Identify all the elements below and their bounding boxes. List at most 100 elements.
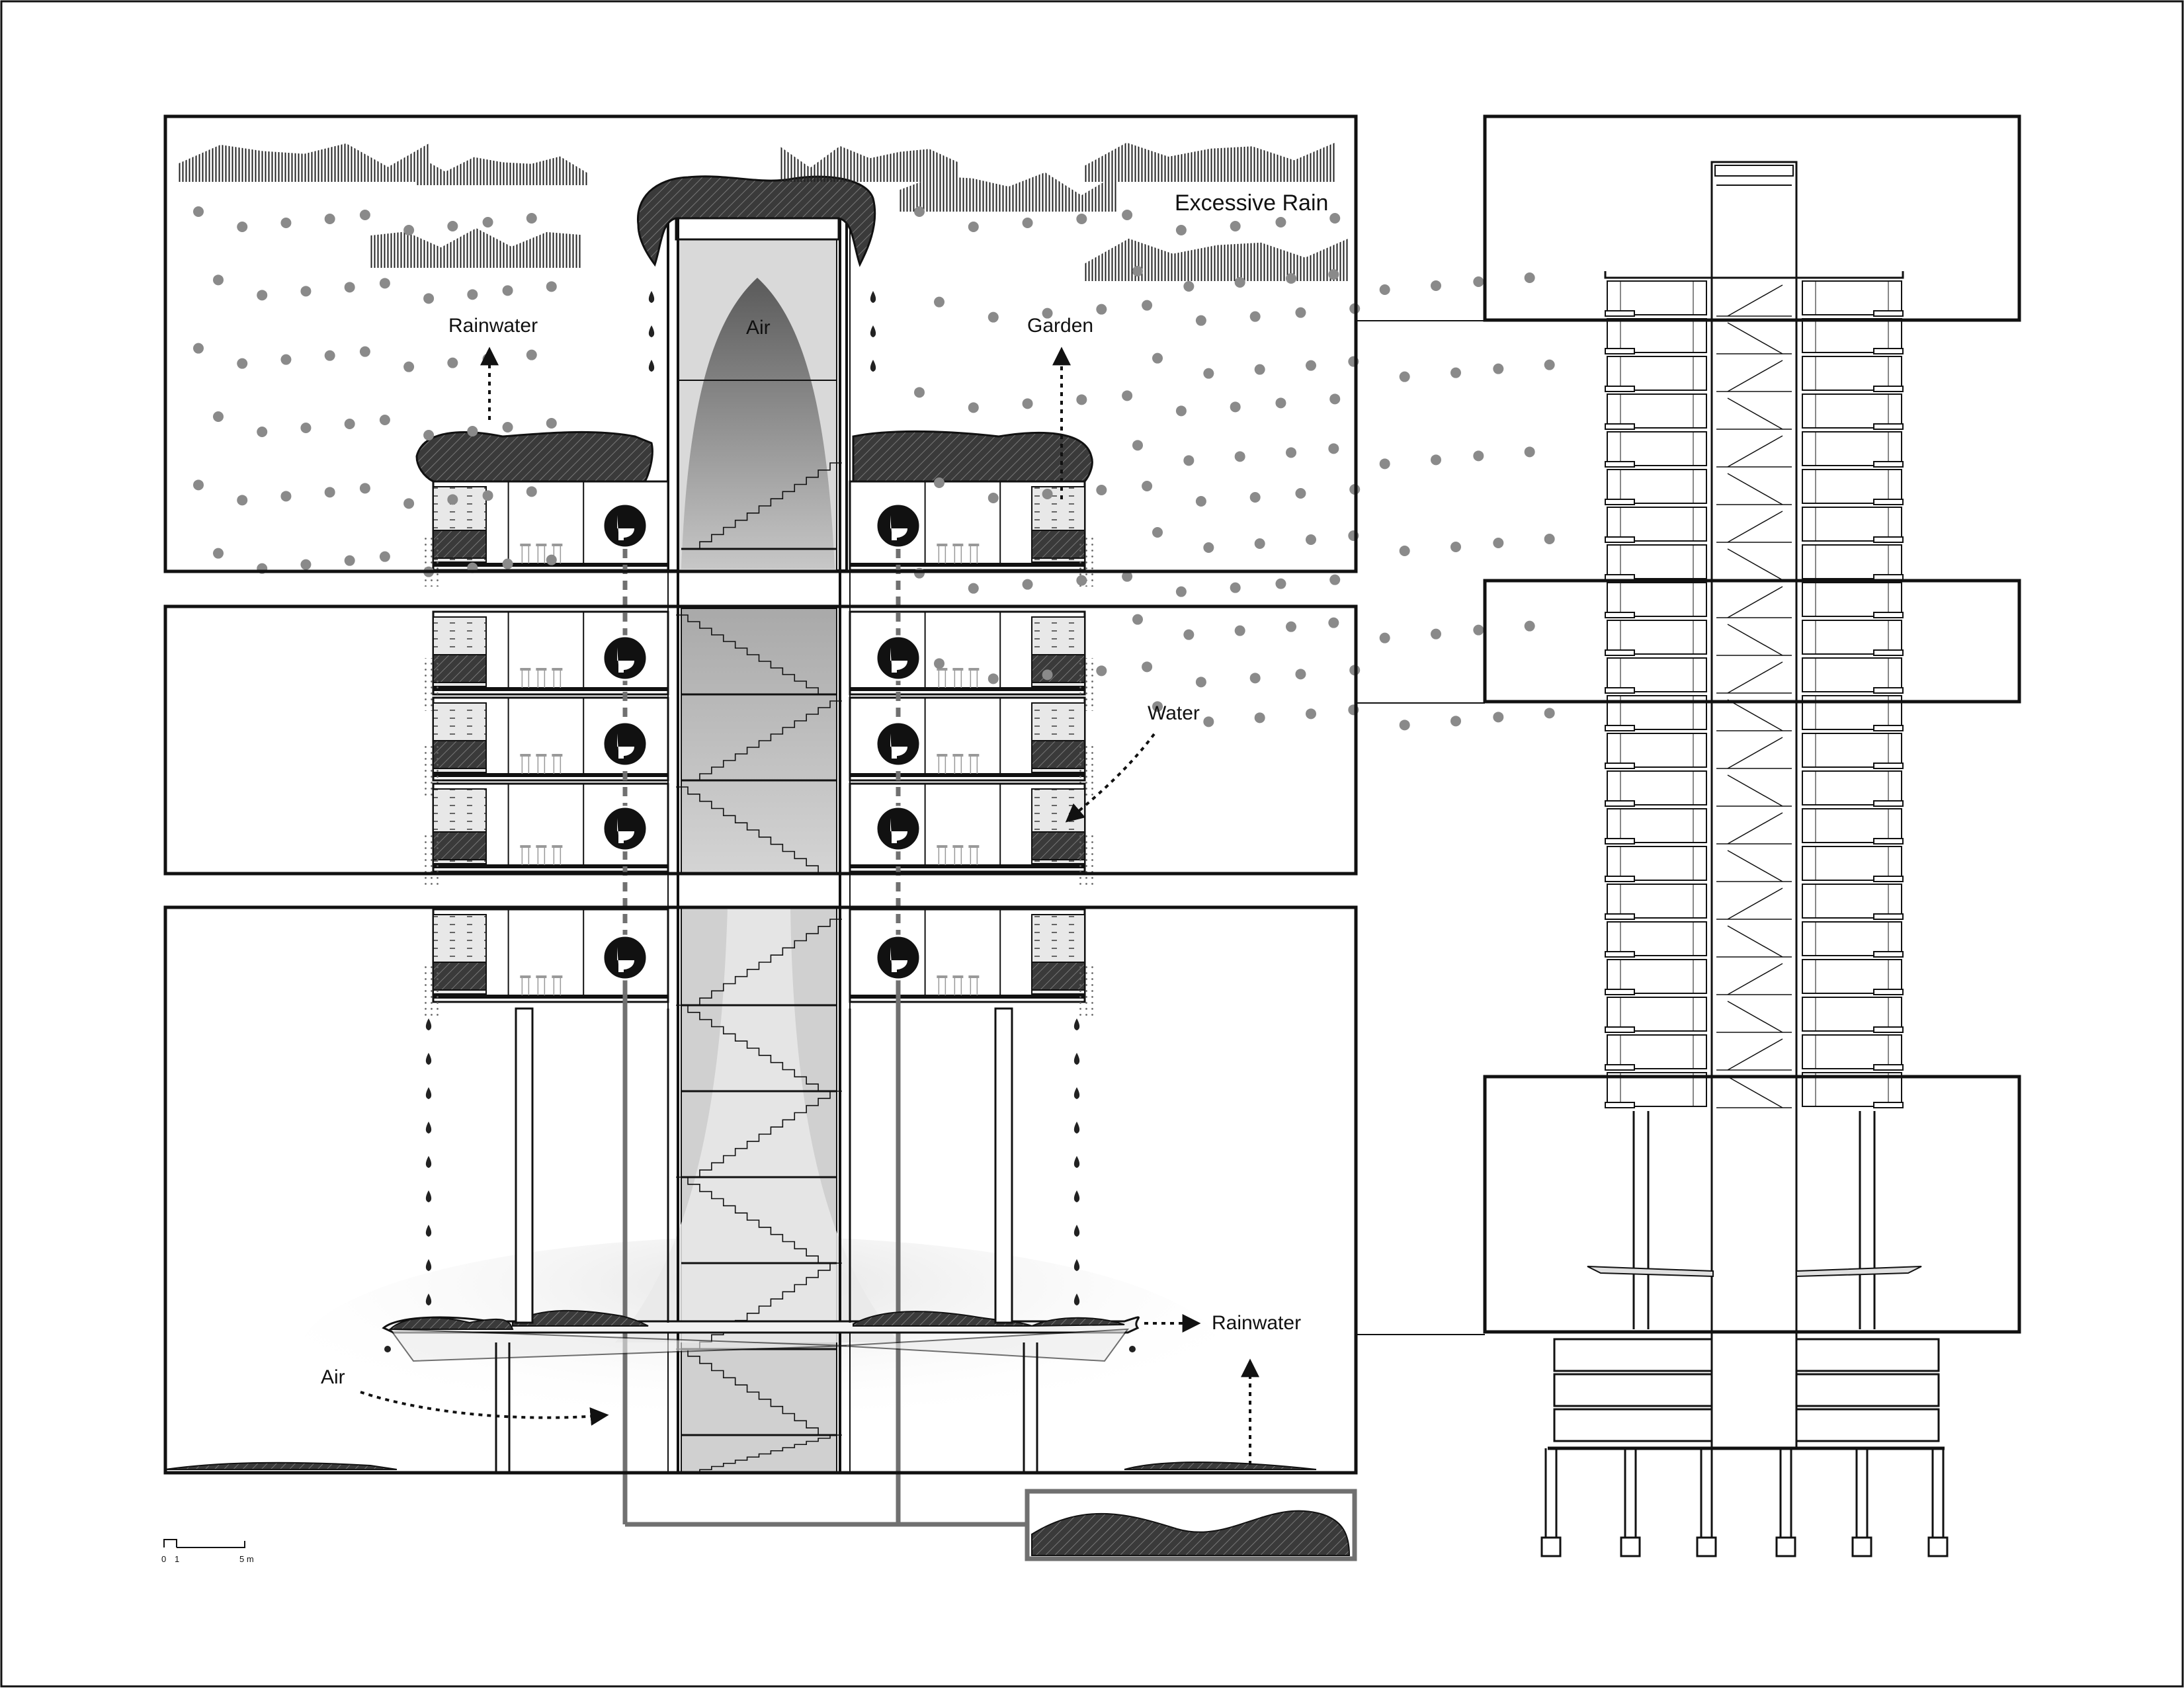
rain-drop — [1122, 571, 1133, 582]
rain-drop — [1234, 625, 1245, 636]
rain-drop — [1286, 447, 1296, 458]
cloud — [1085, 142, 1336, 182]
rain-drop — [403, 225, 415, 235]
toilet-icon — [875, 635, 921, 681]
rain-drop — [1473, 624, 1484, 636]
full-tower-section — [1540, 161, 1949, 1557]
label-water: Water — [1148, 702, 1200, 724]
rain-drop — [1203, 368, 1214, 379]
rain-drop — [1249, 311, 1261, 322]
cloud — [780, 145, 959, 182]
rain-drop — [300, 286, 312, 297]
rain-drop — [1122, 210, 1133, 220]
frame-middle — [163, 604, 1358, 876]
scale-tick-5: 5 m — [239, 1554, 254, 1564]
label-garden: Garden — [1027, 315, 1093, 337]
rain-drop — [324, 350, 335, 361]
rain-drop — [1275, 578, 1286, 589]
podium-roof — [165, 1309, 1317, 1471]
rain-drop — [1524, 446, 1535, 458]
rain-drop — [1399, 720, 1410, 731]
greywater-pipes — [622, 549, 1031, 1527]
rain-drop — [482, 490, 493, 501]
rain-drop — [914, 387, 925, 398]
rain-drop — [502, 285, 513, 296]
rain-drop — [1142, 661, 1153, 673]
rain-drop — [1175, 586, 1187, 597]
tower-frame-bottom — [1483, 1075, 2021, 1334]
rain-drop — [502, 558, 513, 569]
rain-drop — [193, 479, 204, 491]
rain-drop — [1042, 308, 1053, 319]
rain-drop — [1076, 575, 1087, 586]
toilet-icon — [875, 503, 921, 549]
rain-drop — [1379, 458, 1390, 470]
rain-drop — [1275, 217, 1286, 227]
label-rainwater-top: Rainwater — [448, 315, 538, 337]
rain-drop — [1152, 701, 1163, 712]
rain-drop — [546, 418, 557, 429]
rain-drop — [1493, 363, 1504, 374]
tower-detail-frames — [1483, 114, 2021, 1334]
rain-drop — [1524, 272, 1535, 283]
rain-drop — [1306, 708, 1316, 720]
rain-drop — [1295, 307, 1306, 318]
rain-drop — [1450, 367, 1461, 378]
arrow-air — [360, 1391, 609, 1426]
water-tank — [1025, 1489, 1357, 1561]
rain-drop — [934, 477, 945, 488]
frame-top — [163, 114, 1358, 573]
rain-drop — [300, 559, 312, 570]
rain-drop — [1132, 440, 1143, 451]
rain-drop — [1096, 304, 1107, 315]
rain-drop — [1431, 280, 1441, 291]
rain-drop — [1544, 534, 1555, 544]
rain-drop — [280, 218, 292, 228]
rain-drop — [1022, 218, 1033, 228]
rain-drop — [1175, 225, 1187, 235]
rain-drop — [526, 349, 537, 360]
rain-drop — [447, 221, 458, 231]
rain-drop — [1132, 266, 1143, 276]
rain-drop — [1230, 221, 1241, 231]
flow-arrows — [360, 347, 1259, 1465]
rain-drop — [1234, 277, 1245, 288]
tower-frame-top — [1483, 114, 2021, 322]
rain-drop — [447, 494, 458, 505]
rain-drop — [1473, 450, 1484, 462]
rain-drop — [1329, 393, 1341, 405]
rain-drop — [447, 357, 458, 368]
toilet-icon — [602, 721, 648, 767]
rain-drop — [1254, 364, 1265, 375]
rain-drop — [344, 419, 355, 429]
cloud — [179, 143, 430, 182]
rain-drop — [526, 213, 537, 224]
rain-drop — [1295, 488, 1306, 499]
rain-drop — [1142, 481, 1153, 491]
rain-drop — [193, 206, 204, 217]
cloud — [417, 155, 589, 185]
scale-bar: 0 1 5 m — [161, 1539, 254, 1564]
rain-drop — [934, 296, 945, 308]
rain-drop — [359, 346, 370, 357]
rain-drop — [1142, 300, 1153, 311]
rain-drop — [1524, 620, 1535, 632]
rain-drop — [379, 551, 390, 562]
rain-drop — [1286, 273, 1296, 284]
rain-drop — [1183, 629, 1195, 640]
rain-drop — [1152, 527, 1163, 538]
rain-drop — [1076, 214, 1087, 224]
toilet-icon — [602, 805, 648, 852]
rain-drop — [934, 658, 945, 669]
rain-drop — [213, 548, 224, 559]
rain-drop — [1152, 352, 1163, 364]
detail-section — [165, 175, 1357, 1561]
rain-drop — [1306, 360, 1316, 371]
rain-drop — [482, 353, 493, 364]
rain-drop — [324, 487, 335, 498]
rain-drop — [1096, 485, 1107, 495]
rain-drop — [300, 423, 312, 433]
rain-drop — [1450, 716, 1461, 727]
